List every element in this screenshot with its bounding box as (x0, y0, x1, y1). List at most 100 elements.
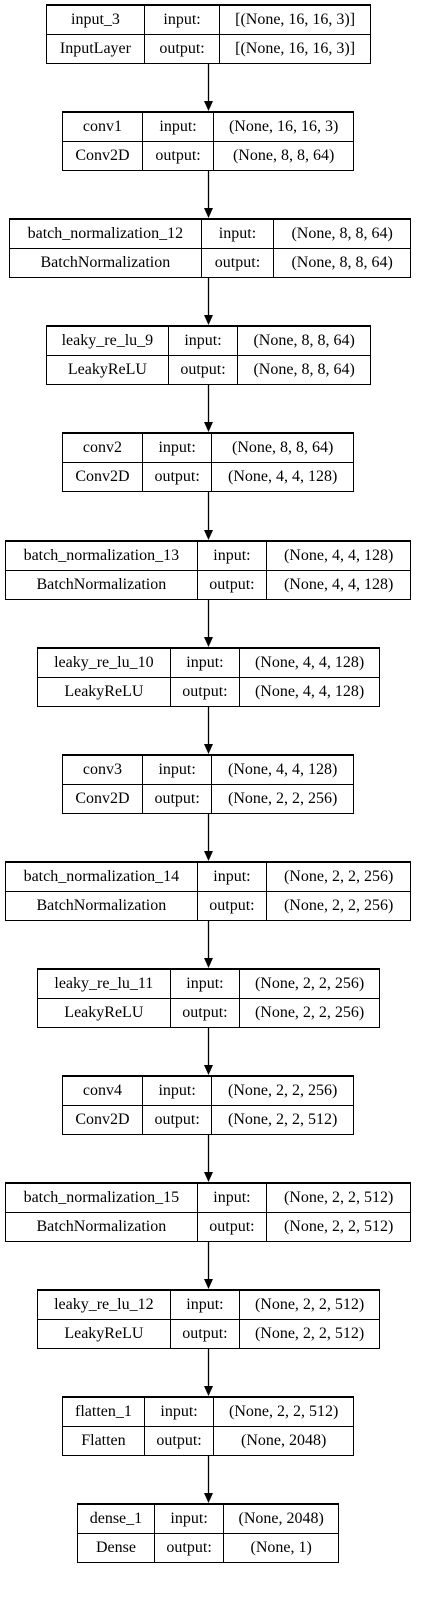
input-label: input: (196, 861, 268, 893)
output-shape: (None, 2, 2, 512) (239, 1319, 379, 1348)
edge-arrowhead (204, 530, 213, 540)
output-shape: (None, 8, 8, 64) (213, 141, 353, 170)
output-label: output: (196, 891, 268, 920)
edge-arrowhead (204, 744, 213, 754)
layer-type: BatchNormalization (10, 248, 202, 277)
input-label: input: (167, 325, 239, 357)
edge-arrowhead (204, 1065, 213, 1075)
layer-type: Conv2D (63, 1105, 143, 1134)
layer-name: conv4 (63, 1075, 143, 1107)
output-label: output: (169, 677, 241, 706)
input-label: input: (169, 1289, 241, 1321)
input-label: input: (141, 432, 213, 464)
output-shape: (None, 8, 8, 64) (237, 355, 370, 384)
output-shape: (None, 2, 2, 256) (239, 998, 379, 1027)
input-shape: (None, 2, 2, 512) (266, 1182, 410, 1214)
output-shape: (None, 4, 4, 128) (266, 570, 410, 599)
layer-name: leaky_re_lu_10 (38, 647, 171, 679)
output-label: output: (141, 784, 213, 813)
output-label: output: (141, 462, 213, 491)
output-shape: [(None, 16, 16, 3)] (219, 34, 370, 63)
layer-name: conv2 (63, 432, 143, 464)
output-shape: (None, 2, 2, 512) (211, 1105, 353, 1134)
layer-type: LeakyReLU (38, 998, 171, 1027)
layer-type: BatchNormalization (6, 1212, 198, 1241)
input-shape: (None, 8, 8, 64) (273, 218, 410, 250)
layer-type: Dense (78, 1533, 155, 1562)
edge-arrowhead (204, 208, 213, 218)
input-label: input: (196, 540, 268, 572)
edge-arrowhead (204, 101, 213, 111)
layer-type: LeakyReLU (38, 1319, 171, 1348)
output-shape: (None, 2, 2, 256) (211, 784, 353, 813)
layer-type: LeakyReLU (47, 355, 169, 384)
input-shape: (None, 8, 8, 64) (237, 325, 370, 357)
output-shape: (None, 2, 2, 256) (266, 891, 410, 920)
output-shape: (None, 1) (223, 1533, 338, 1562)
input-shape: (None, 2, 2, 256) (211, 1075, 353, 1107)
output-label: output: (141, 141, 215, 170)
edge-arrowhead (204, 315, 213, 325)
edge-arrowhead (204, 422, 213, 432)
output-label: output: (196, 570, 268, 599)
output-shape: (None, 4, 4, 128) (211, 462, 353, 491)
input-shape: (None, 4, 4, 128) (266, 540, 410, 572)
layer-type: Flatten (63, 1426, 145, 1455)
edge-arrowhead (204, 1279, 213, 1289)
layer-name: leaky_re_lu_11 (38, 968, 171, 1000)
layer-name: batch_normalization_14 (6, 861, 198, 893)
output-label: output: (141, 1105, 213, 1134)
input-shape: (None, 2, 2, 512) (239, 1289, 379, 1321)
output-label: output: (143, 34, 221, 63)
layer-type: LeakyReLU (38, 677, 171, 706)
layer-name: conv3 (63, 754, 143, 786)
edge-arrowhead (204, 637, 213, 647)
output-label: output: (169, 1319, 241, 1348)
edge-arrowhead (204, 851, 213, 861)
input-shape: (None, 2, 2, 256) (239, 968, 379, 1000)
input-label: input: (153, 1503, 225, 1535)
layer-name: leaky_re_lu_12 (38, 1289, 171, 1321)
input-shape: (None, 2, 2, 512) (213, 1396, 353, 1428)
edge-arrowhead (204, 958, 213, 968)
edge-arrowhead (204, 1172, 213, 1182)
output-label: output: (167, 355, 239, 384)
layer-type: BatchNormalization (6, 570, 198, 599)
input-shape: (None, 2, 2, 256) (266, 861, 410, 893)
output-label: output: (200, 248, 275, 277)
output-label: output: (196, 1212, 268, 1241)
output-label: output: (143, 1426, 215, 1455)
input-shape: (None, 16, 16, 3) (213, 111, 353, 143)
input-label: input: (200, 218, 275, 250)
output-shape: (None, 8, 8, 64) (273, 248, 410, 277)
layer-type: InputLayer (47, 34, 145, 63)
output-shape: (None, 2048) (213, 1426, 353, 1455)
input-label: input: (196, 1182, 268, 1214)
input-label: input: (143, 4, 221, 36)
layer-name: batch_normalization_12 (10, 218, 202, 250)
output-label: output: (153, 1533, 225, 1562)
edge-arrowhead (204, 1386, 213, 1396)
output-shape: (None, 2, 2, 512) (266, 1212, 410, 1241)
layer-type: Conv2D (63, 784, 143, 813)
edge-arrowhead (204, 1493, 213, 1503)
input-label: input: (141, 111, 215, 143)
input-label: input: (169, 647, 241, 679)
layer-name: conv1 (63, 111, 143, 143)
output-shape: (None, 4, 4, 128) (239, 677, 379, 706)
layer-type: BatchNormalization (6, 891, 198, 920)
